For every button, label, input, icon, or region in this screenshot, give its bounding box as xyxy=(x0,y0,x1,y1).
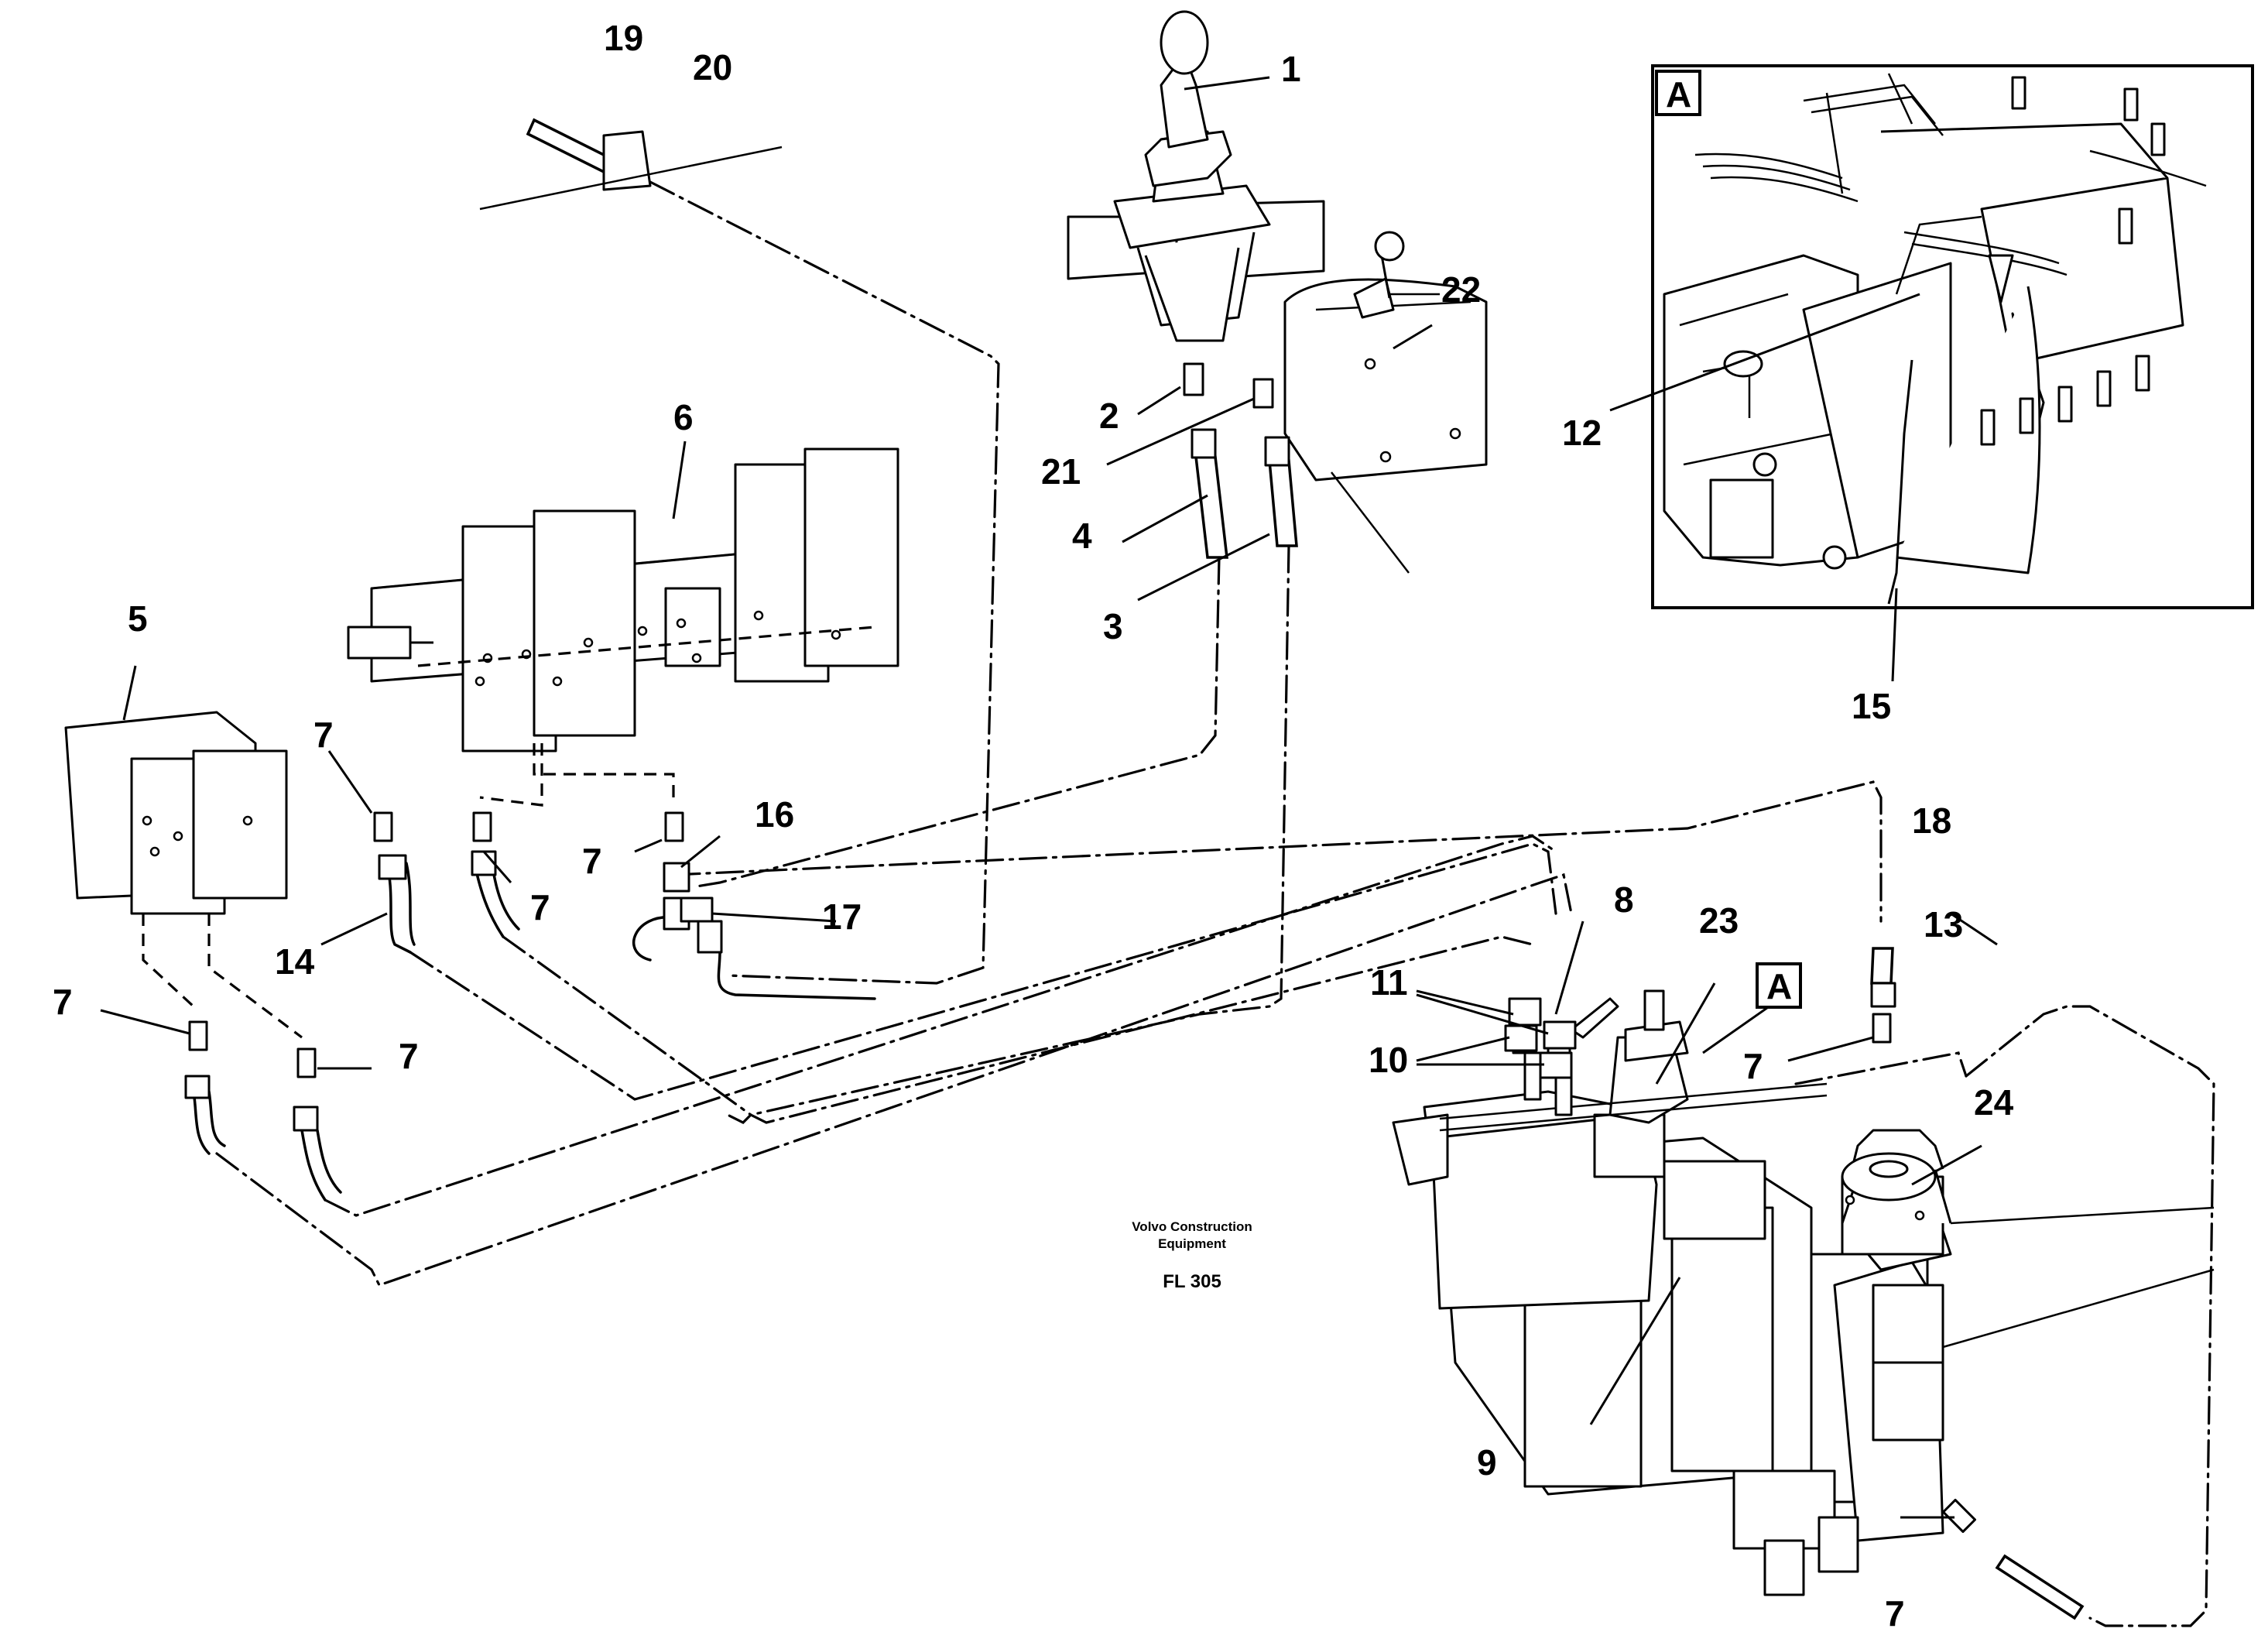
manufacturer-caption: Volvo Construction Equipment FL 305 xyxy=(1132,1219,1252,1292)
callout-13: 13 xyxy=(1924,904,1963,944)
callout-7: 7 xyxy=(530,887,550,927)
callout-7: 7 xyxy=(399,1036,419,1076)
fitting-7 xyxy=(188,1020,208,1051)
callout-9: 9 xyxy=(1477,1442,1497,1483)
fitting-7 xyxy=(296,1047,317,1078)
control-lever-assembly xyxy=(1067,10,1488,574)
fitting-16 xyxy=(663,862,690,893)
fitting-11 xyxy=(1508,997,1542,1027)
callout-6: 6 xyxy=(673,397,694,437)
callout-8: 8 xyxy=(1614,879,1634,920)
valve-block-5 xyxy=(64,711,303,1039)
detail-a-marker: A xyxy=(1756,962,1802,1009)
valve-block-6-holes xyxy=(474,610,841,687)
callout-18: 18 xyxy=(1912,801,1951,841)
callout-7: 7 xyxy=(582,841,602,881)
detail-a-inset: A xyxy=(1651,64,2254,609)
hose-3 xyxy=(1268,459,1298,547)
console-housing xyxy=(1283,278,1488,482)
callout-1: 1 xyxy=(1281,49,1301,89)
fitting-7 xyxy=(664,811,684,842)
callout-14: 14 xyxy=(275,941,315,982)
secondary-lever-knob xyxy=(1374,231,1405,262)
callout-15: 15 xyxy=(1852,686,1891,726)
fitting-7 xyxy=(1941,1498,1977,1534)
callout-11: 11 xyxy=(1370,962,1408,1003)
callout-10: 10 xyxy=(1369,1040,1408,1080)
callout-7: 7 xyxy=(1885,1593,1905,1634)
hose-4 xyxy=(1194,455,1228,559)
leader-lines xyxy=(100,76,1998,1519)
fittings xyxy=(184,362,1977,1534)
detail-a-marker-label: A xyxy=(1766,966,1792,1006)
callout-7: 7 xyxy=(53,982,73,1022)
callout-22: 22 xyxy=(1441,269,1481,310)
callout-23: 23 xyxy=(1699,900,1739,941)
callout-labels: 1 2 3 4 5 6 7 7 7 7 7 7 7 8 9 10 11 12 1… xyxy=(53,18,2014,1634)
detail-a-label-box xyxy=(1655,70,1701,116)
caption-line1: Volvo Construction xyxy=(1132,1219,1252,1234)
callout-2: 2 xyxy=(1099,396,1119,436)
main-valve-assembly xyxy=(1392,989,2215,1596)
callout-12: 12 xyxy=(1562,413,1602,453)
callout-4: 4 xyxy=(1072,516,1092,556)
callout-16: 16 xyxy=(755,794,794,835)
callout-5: 5 xyxy=(128,598,148,639)
callout-21: 21 xyxy=(1041,451,1081,492)
fitting-7 xyxy=(472,811,492,842)
caption-line2: Equipment xyxy=(1158,1236,1226,1251)
callout-7: 7 xyxy=(313,715,334,755)
hose-18 xyxy=(1870,947,1894,985)
callout-17: 17 xyxy=(822,896,862,937)
valve-block-6 xyxy=(347,447,899,807)
clamp-20 xyxy=(602,130,652,191)
callout-20: 20 xyxy=(693,47,732,87)
detail-a-frame xyxy=(1651,64,2254,609)
callout-3: 3 xyxy=(1103,606,1123,646)
inset-fittings xyxy=(1980,76,2166,446)
fitting-2 xyxy=(1183,362,1204,396)
callout-7: 7 xyxy=(1743,1046,1763,1086)
caption-code: FL 305 xyxy=(1163,1271,1221,1292)
fitting-21 xyxy=(1252,378,1274,409)
callout-24: 24 xyxy=(1974,1082,2014,1123)
detail-a-label: A xyxy=(1666,74,1691,115)
fitting-7 xyxy=(373,811,393,842)
fitting-7 xyxy=(1872,1013,1892,1044)
lever-knob xyxy=(1160,10,1209,75)
hose-17 xyxy=(632,916,675,962)
detail-a-marker-box xyxy=(1756,962,1802,1009)
callout-19: 19 xyxy=(604,18,643,58)
